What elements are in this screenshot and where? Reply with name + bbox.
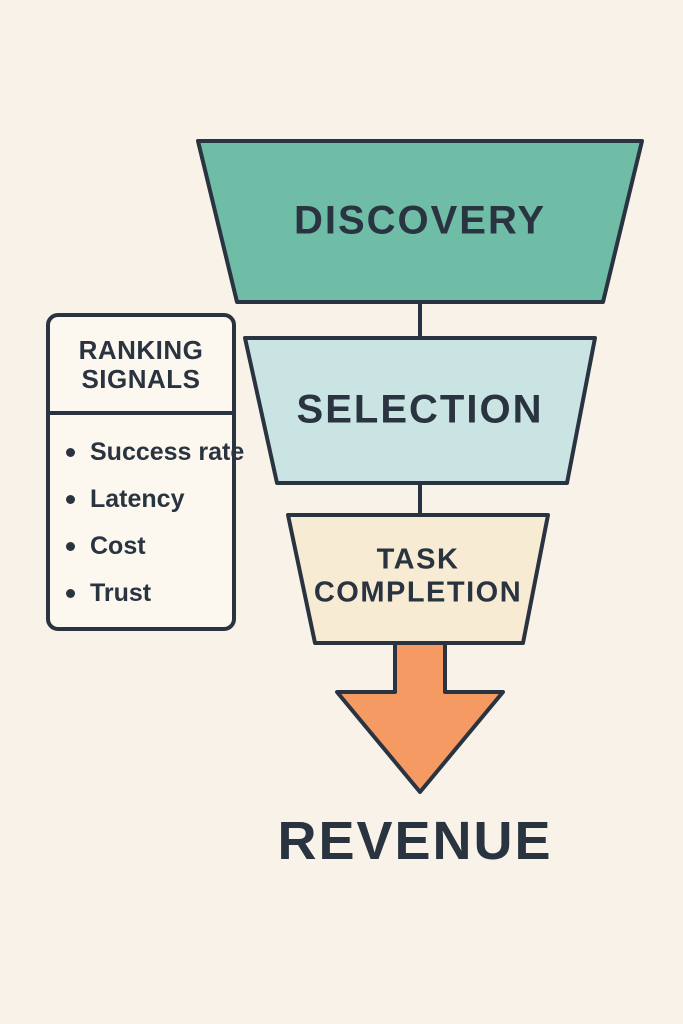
task-completion-stage-shape <box>286 513 550 645</box>
ranking-signals-panel <box>46 313 236 631</box>
task-completion-stage-label: TASK COMPLETION <box>313 543 523 609</box>
ranking-signals-title: RANKING SIGNALS <box>78 334 204 394</box>
bullet-icon <box>66 541 75 551</box>
bullet-icon <box>66 588 75 598</box>
signal-item-label: Latency <box>90 484 185 513</box>
down-arrow-icon <box>335 636 505 794</box>
signal-item-label: Trust <box>90 578 152 607</box>
signal-item-label: Cost <box>90 531 146 560</box>
revenue-label: REVENUE <box>277 811 553 871</box>
signal-item-success-rate: Success rate <box>66 437 244 467</box>
discovery-stage-label: DISCOVERY <box>293 198 547 243</box>
ranking-signals-list: Success rate Latency Cost Trust <box>66 437 244 625</box>
discovery-stage-shape <box>196 139 644 304</box>
selection-stage-label: SELECTION <box>296 387 544 432</box>
signal-item-label: Success rate <box>90 437 245 466</box>
bullet-icon <box>66 447 75 457</box>
selection-stage-shape <box>243 336 597 485</box>
signal-item-cost: Cost <box>66 531 226 561</box>
signal-item-trust: Trust <box>66 578 226 608</box>
bullet-icon <box>66 494 75 504</box>
signal-item-latency: Latency <box>66 484 226 514</box>
